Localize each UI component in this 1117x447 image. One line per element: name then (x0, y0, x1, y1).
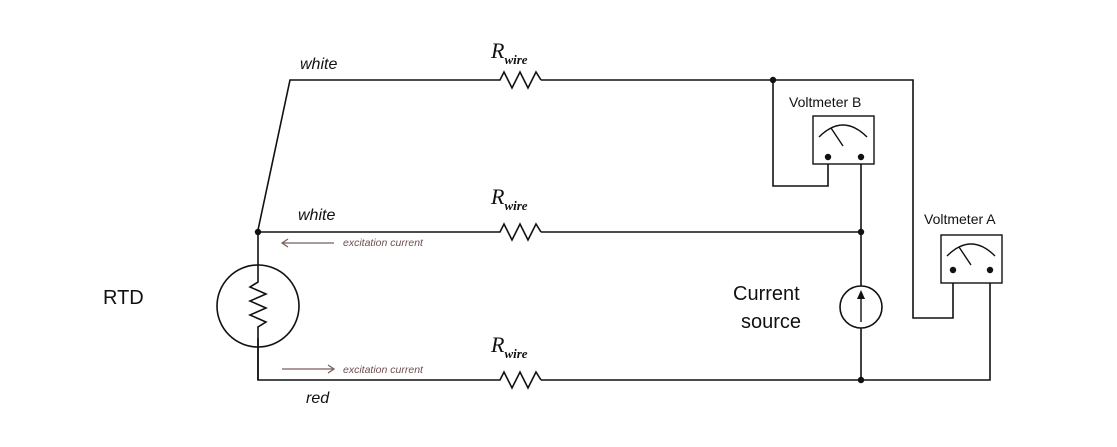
rtd-resistor-symbol (248, 275, 268, 338)
voltmeter-b-scale-arc (818, 124, 868, 138)
r-wire-label-bottom: Rwire (490, 332, 528, 361)
wire-top-white (257, 79, 495, 231)
junction-dot-middle-right (857, 228, 865, 236)
current-source-label-line2: source (741, 311, 801, 333)
resistor-middle (495, 222, 542, 242)
voltmeter-a-terminal-right (986, 266, 994, 274)
voltmeter-b-terminal-right (857, 153, 865, 161)
rtd-label: RTD (103, 287, 144, 309)
wire-label-middle-white: white (298, 207, 335, 224)
junction-dot-voltmeter-b-top (769, 76, 777, 84)
voltmeter-b-left-lead (772, 80, 829, 187)
voltmeter-b-terminal-left (824, 153, 832, 161)
resistor-top (495, 70, 542, 90)
wire-label-bottom-red: red (306, 390, 330, 407)
voltmeter-a-needle (958, 246, 972, 266)
voltmeter-b-box (812, 115, 875, 165)
voltmeter-a-box (940, 234, 1003, 284)
excitation-arrow-top (280, 238, 334, 248)
voltmeter-b-needle (830, 127, 844, 147)
wire-label-top-white: white (300, 56, 337, 73)
excitation-label-bottom: excitation current (343, 364, 424, 376)
wire-bottom-right (541, 270, 991, 381)
junction-dot-rtd-top (254, 228, 262, 236)
wire-top-right (541, 79, 954, 319)
voltmeter-a-scale-arc (946, 243, 996, 257)
junction-dot-bottom-right (857, 376, 865, 384)
current-source-label-line1: Current (733, 283, 800, 305)
voltmeter-a-label: Voltmeter A (924, 211, 996, 227)
resistor-bottom (495, 370, 542, 390)
r-wire-label-middle: Rwire (490, 184, 528, 213)
voltmeter-b-label: Voltmeter B (789, 94, 861, 110)
excitation-arrow-bottom (282, 364, 336, 374)
current-source-arrow-head (857, 290, 865, 299)
excitation-label-top: excitation current (343, 237, 424, 249)
r-wire-label-top: Rwire (490, 38, 528, 67)
rtd-body-circle (216, 264, 300, 348)
voltmeter-a-terminal-left (949, 266, 957, 274)
